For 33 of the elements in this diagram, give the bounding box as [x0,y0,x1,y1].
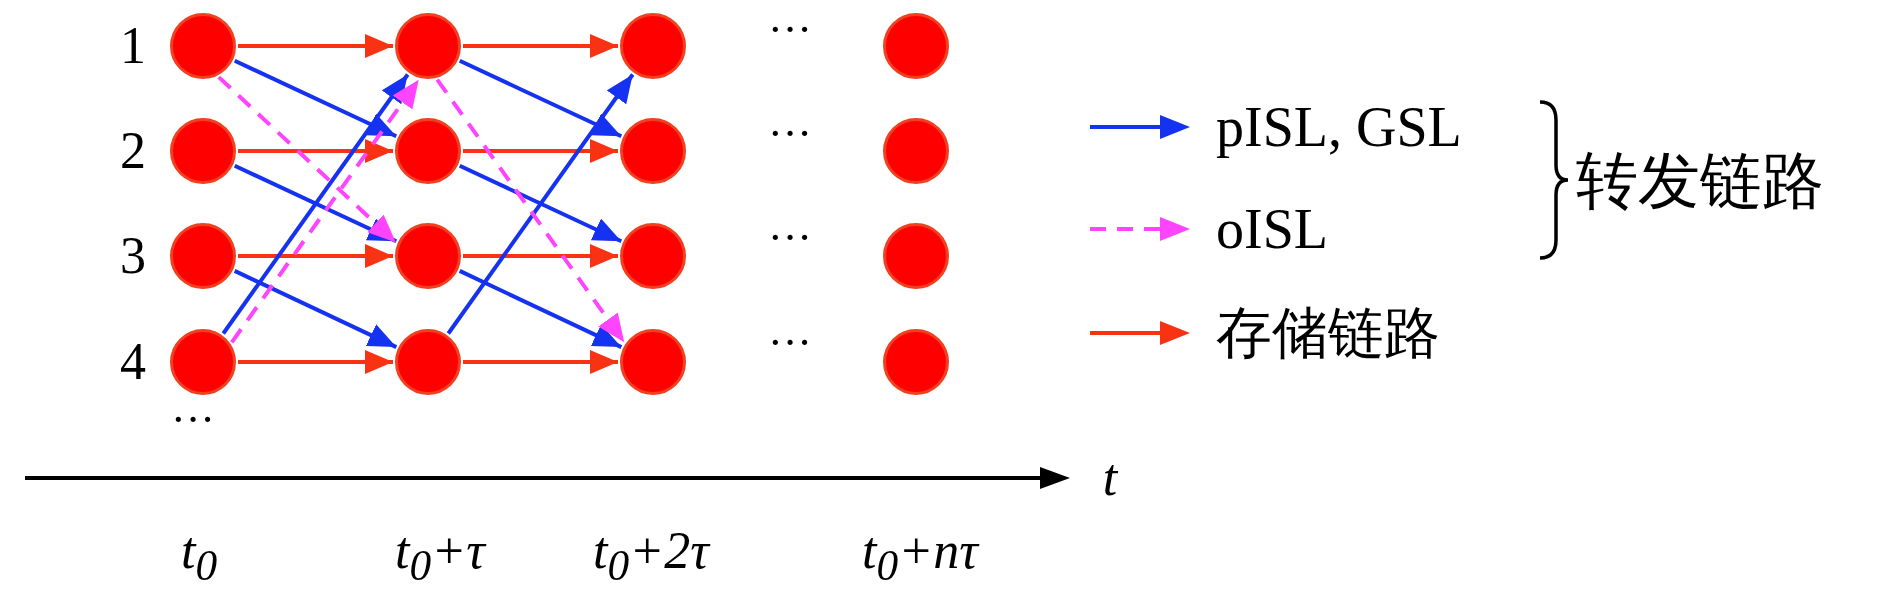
ellipsis: ··· [768,216,812,260]
row-number: 4 [120,336,146,388]
arrow [233,59,398,138]
time-label: t$_{0}$+nτ [862,525,978,587]
arrow [238,350,393,374]
arrow [463,34,618,58]
ellipsis: ··· [768,112,812,156]
arrow [217,75,398,244]
time-label: t$_{0}$+2τ [593,525,709,587]
axis-label: t [1102,452,1118,504]
ellipsis: ··· [768,8,812,52]
row-number: 1 [120,20,146,72]
time-label: t$_{0}$ [180,525,218,587]
legend-text: 存储链路 [1216,305,1440,361]
arrow [458,164,623,243]
arrow [238,244,393,268]
arrow [238,34,393,58]
ellipsis: ··· [171,398,215,442]
bracket-label: 转发链路 [1576,150,1824,212]
arrow [233,269,398,349]
arrow [458,269,623,349]
arrow [463,350,618,374]
time-label: t$_{0}$+τ [395,525,485,587]
arrow [238,139,393,163]
node-circle [395,118,461,184]
arrow [233,164,398,243]
row-number: 2 [120,125,146,177]
arrow [458,59,623,138]
legend-text: oISL [1216,201,1328,257]
ellipsis: ··· [768,321,812,365]
arrow [463,139,618,163]
arrow [463,244,618,268]
row-number: 3 [120,230,146,282]
